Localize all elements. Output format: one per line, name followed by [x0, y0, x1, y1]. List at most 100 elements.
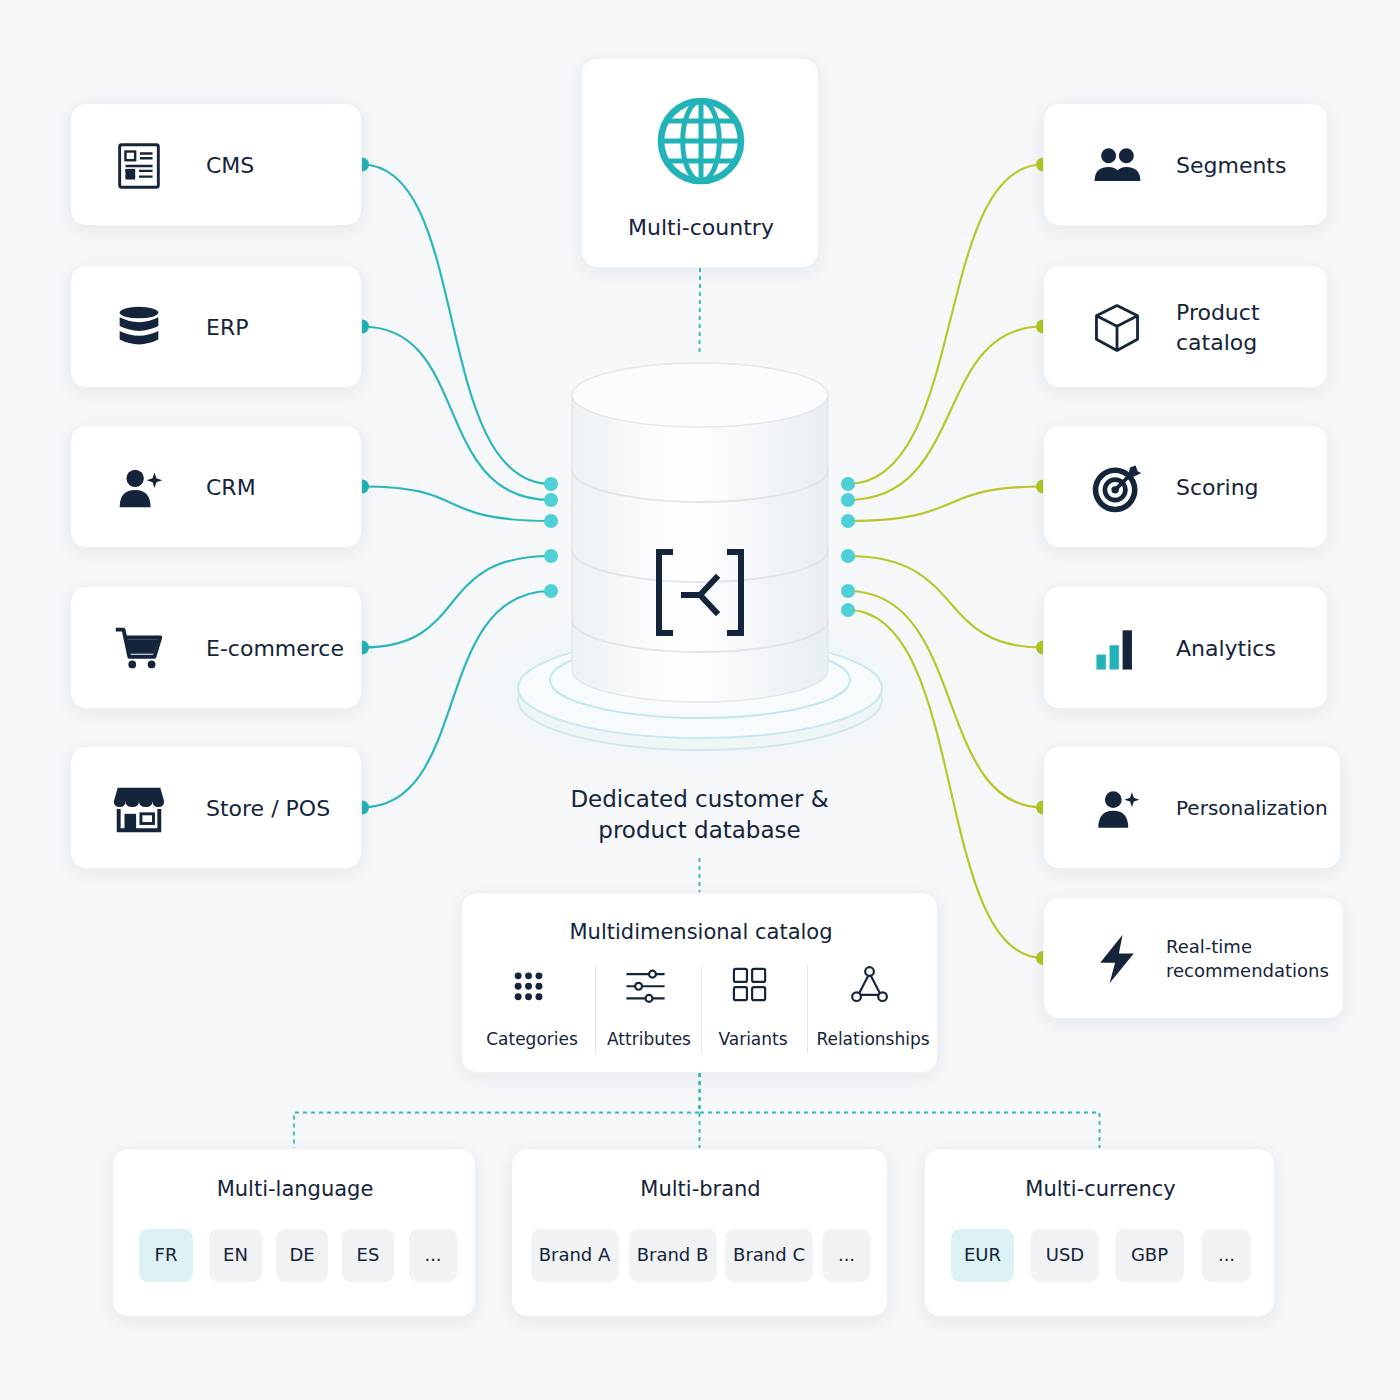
option-chip: ... — [1202, 1229, 1251, 1282]
icon — [110, 299, 168, 357]
icon — [1089, 300, 1145, 356]
node-label: Multi-brand — [640, 1175, 760, 1203]
feature-box: Scoring — [1043, 425, 1328, 548]
node-label: Multi-currency — [1025, 1175, 1175, 1203]
option-chip: Brand A — [531, 1229, 619, 1282]
database-node: Dedicated customer & product database — [551, 360, 848, 850]
node-label: ERP — [206, 313, 248, 343]
connector — [848, 591, 1043, 808]
connector — [362, 327, 551, 501]
icon — [1089, 621, 1145, 677]
connector — [699, 268, 701, 354]
connector-dot — [544, 549, 558, 563]
cylinder-band — [572, 620, 828, 652]
node-label: Brand A — [539, 1243, 611, 1267]
icon — [110, 459, 168, 517]
feature-box: Multi-country — [581, 58, 819, 268]
catalog-item: Attributes — [607, 1028, 691, 1051]
feature-box: Product catalog — [1043, 265, 1328, 388]
cylinder-top — [572, 363, 828, 427]
feature-box: Analytics — [1043, 586, 1328, 709]
icon — [110, 137, 168, 195]
logo — [659, 552, 741, 633]
node-label: ... — [424, 1243, 441, 1267]
option-chip: DE — [276, 1229, 328, 1282]
option-chip: USD — [1031, 1229, 1099, 1282]
option-chip: ES — [342, 1229, 394, 1282]
connector-dot — [841, 603, 855, 617]
option-chip: Brand C — [725, 1229, 813, 1282]
node-label: Product catalog — [1176, 298, 1296, 357]
feature-box: E-commerce — [70, 586, 362, 709]
cylinder-band — [572, 550, 828, 582]
node-label: Multi-language — [217, 1175, 374, 1203]
node-label: Brand C — [733, 1243, 805, 1267]
catalog-item: Categories — [486, 1028, 578, 1051]
feature-box: ERP — [70, 265, 362, 388]
icon — [1089, 781, 1145, 837]
node-label: ES — [357, 1243, 380, 1267]
node-label: Real-time recommendations — [1166, 935, 1331, 984]
option-chip: GBP — [1115, 1229, 1184, 1282]
feature-box: Multi-languageFR EN DE ES... — [112, 1148, 476, 1317]
catalog-item: Relationships — [816, 1028, 929, 1051]
connector-dot — [544, 477, 558, 491]
connector-dot — [841, 477, 855, 491]
connector — [699, 858, 701, 892]
node-label: Store / POS — [206, 794, 330, 824]
node-label: Personalization — [1176, 795, 1328, 822]
node-label: Analytics — [1176, 634, 1276, 664]
node-label: CRM — [206, 473, 256, 503]
connector — [848, 327, 1043, 501]
feature-box: Personalization — [1043, 746, 1341, 869]
node-label: CMS — [206, 151, 254, 181]
icon — [1089, 931, 1145, 987]
catalog-item: Variants — [718, 1028, 787, 1051]
icon — [623, 962, 675, 1014]
feature-box: Real-time recommendations — [1043, 897, 1344, 1019]
node-label: EUR — [964, 1243, 1001, 1267]
connector — [362, 165, 551, 485]
connector-dot — [544, 584, 558, 598]
connector — [362, 556, 551, 648]
feature-box: Segments — [1043, 103, 1328, 226]
connector — [848, 165, 1043, 485]
node-label: Segments — [1176, 151, 1286, 181]
node-label: EN — [223, 1243, 248, 1267]
node-label: USD — [1046, 1243, 1084, 1267]
connector-dot — [841, 514, 855, 528]
feature-box: CRM — [70, 425, 362, 548]
node-label: FR — [155, 1243, 178, 1267]
feature-box: Store / POS — [70, 746, 362, 869]
icon — [1089, 138, 1145, 194]
node-label: Brand B — [637, 1243, 709, 1267]
node-label: GBP — [1131, 1243, 1168, 1267]
node-label: ... — [1218, 1243, 1235, 1267]
option-chip: EN — [209, 1229, 262, 1282]
feature-box: Multidimensional catalogCategories Attrib… — [461, 892, 938, 1073]
icon — [727, 962, 779, 1014]
feature-box: CMS — [70, 103, 362, 226]
connector — [848, 487, 1043, 522]
node-label: Multi-country — [628, 213, 774, 243]
cylinder-band — [572, 470, 828, 502]
feature-box: Multi-currencyEUR USD GBP... — [924, 1148, 1275, 1317]
node-label: Multidimensional catalog — [569, 918, 832, 946]
node-label: Dedicated customer & product database — [555, 784, 845, 846]
connector — [294, 1073, 700, 1148]
icon — [1089, 460, 1145, 516]
connector-dot — [841, 549, 855, 563]
connector — [362, 487, 551, 522]
icon — [651, 91, 751, 191]
icon — [506, 962, 558, 1014]
divider — [595, 965, 596, 1053]
icon — [110, 620, 168, 678]
icon — [110, 780, 168, 838]
connector — [362, 591, 551, 808]
connector-dot — [841, 493, 855, 507]
node-label: E-commerce — [206, 634, 344, 664]
divider — [807, 965, 808, 1053]
node-label: ... — [838, 1243, 855, 1267]
divider — [701, 965, 702, 1053]
icon — [847, 962, 899, 1014]
